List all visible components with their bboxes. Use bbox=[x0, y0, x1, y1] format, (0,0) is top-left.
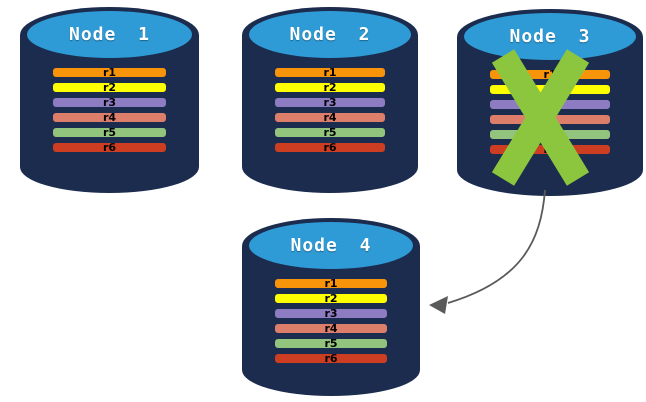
replica-bar-r4: r4 bbox=[273, 322, 389, 335]
replica-label: r4 bbox=[323, 111, 337, 124]
node-title: Node 3 bbox=[509, 26, 591, 47]
replica-label: r5 bbox=[543, 128, 557, 141]
replica-label: r5 bbox=[323, 126, 337, 139]
replica-label: r4 bbox=[324, 322, 338, 335]
replica-label: r5 bbox=[324, 337, 338, 350]
replica-label: r6 bbox=[324, 352, 338, 365]
replica-bar-r6: r6 bbox=[273, 352, 389, 365]
replica-label: r4 bbox=[543, 113, 557, 126]
replica-stack: r1 r2 r3 r4 r5 r6 bbox=[51, 66, 168, 156]
replica-bar-r3: r3 bbox=[51, 96, 168, 109]
replica-bar-r4: r4 bbox=[273, 111, 387, 124]
cylinder-top-face: Node 4 bbox=[249, 222, 413, 269]
replica-stack: r1 r2 r3 r4 r5 r6 bbox=[488, 68, 612, 158]
replica-bar-r2: r2 bbox=[273, 292, 389, 305]
replica-bar-r2: r2 bbox=[273, 81, 387, 94]
replica-bar-r1: r1 bbox=[488, 68, 612, 81]
replica-label: r3 bbox=[102, 96, 117, 109]
replica-stack: r1 r2 r3 r4 r5 r6 bbox=[273, 277, 389, 367]
arrow-shaft bbox=[447, 189, 546, 304]
replica-bar-r3: r3 bbox=[273, 307, 389, 320]
replica-bar-r5: r5 bbox=[488, 128, 612, 141]
node-1: Node 1 r1 r2 r3 r4 r5 r6 bbox=[20, 7, 199, 193]
replica-bar-r4: r4 bbox=[51, 111, 168, 124]
replica-bar-r5: r5 bbox=[51, 126, 168, 139]
node-title: Node 4 bbox=[290, 235, 372, 256]
replica-label: r5 bbox=[102, 126, 117, 139]
replica-bar-r6: r6 bbox=[488, 143, 612, 156]
replica-label: r4 bbox=[102, 111, 117, 124]
replica-label: r6 bbox=[102, 141, 117, 154]
curved-arrow-icon bbox=[429, 189, 546, 314]
replica-bar-r2: r2 bbox=[51, 81, 168, 94]
replica-label: r1 bbox=[324, 277, 338, 290]
replica-label: r2 bbox=[102, 81, 117, 94]
replica-bar-r1: r1 bbox=[273, 66, 387, 79]
arrow-head bbox=[429, 296, 448, 314]
replica-bar-r1: r1 bbox=[273, 277, 389, 290]
replica-label: r1 bbox=[323, 66, 337, 79]
replica-label: r1 bbox=[543, 68, 557, 81]
replica-label: r1 bbox=[102, 66, 117, 79]
replica-bar-r5: r5 bbox=[273, 126, 387, 139]
node-3: Node 3 r1 r2 r3 r4 r5 r6 bbox=[457, 9, 643, 196]
replica-stack: r1 r2 r3 r4 r5 r6 bbox=[273, 66, 387, 156]
cylinder-top-face: Node 2 bbox=[249, 11, 411, 58]
replica-label: r6 bbox=[323, 141, 337, 154]
replica-bar-r6: r6 bbox=[51, 141, 168, 154]
replica-label: r3 bbox=[543, 98, 557, 111]
node-2: Node 2 r1 r2 r3 r4 r5 r6 bbox=[242, 7, 418, 193]
replica-label: r2 bbox=[324, 292, 338, 305]
replica-label: r2 bbox=[323, 81, 337, 94]
cylinder-body bbox=[242, 246, 420, 396]
replica-label: r3 bbox=[323, 96, 337, 109]
node-title: Node 1 bbox=[68, 24, 151, 45]
replica-bar-r6: r6 bbox=[273, 141, 387, 154]
node-title: Node 2 bbox=[289, 24, 371, 45]
replica-label: r3 bbox=[324, 307, 338, 320]
replica-bar-r4: r4 bbox=[488, 113, 612, 126]
node-4: Node 4 r1 r2 r3 r4 r5 r6 bbox=[242, 218, 420, 396]
replica-bar-r3: r3 bbox=[273, 96, 387, 109]
cylinder-top-face: Node 1 bbox=[27, 11, 192, 58]
replica-bar-r2: r2 bbox=[488, 83, 612, 96]
replica-bar-r5: r5 bbox=[273, 337, 389, 350]
cylinder-top-face: Node 3 bbox=[464, 13, 636, 60]
replica-label: r6 bbox=[543, 143, 557, 156]
replica-bar-r1: r1 bbox=[51, 66, 168, 79]
replica-bar-r3: r3 bbox=[488, 98, 612, 111]
replica-label: r2 bbox=[543, 83, 557, 96]
